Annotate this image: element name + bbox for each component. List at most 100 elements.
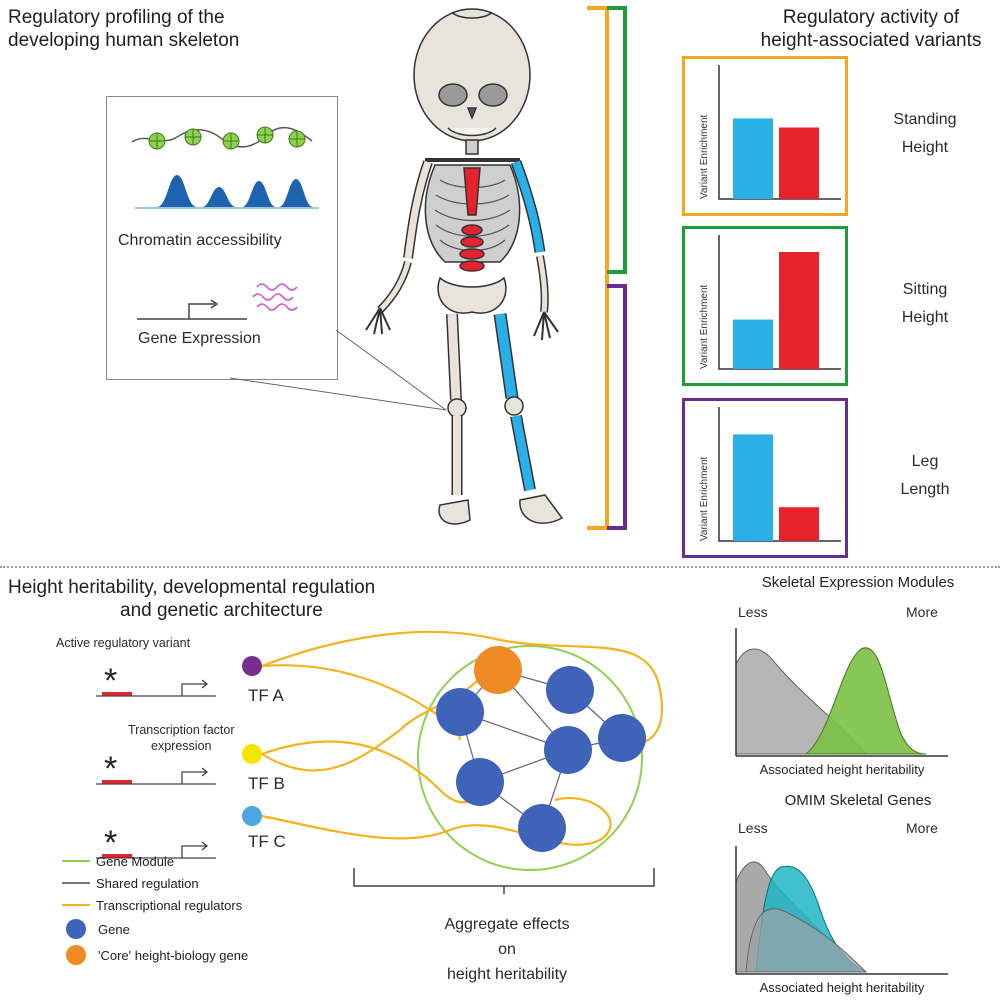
legend-label: Transcriptional regulators (96, 897, 243, 913)
panel-label-line1: Standing (893, 111, 957, 128)
enrichment-panel-1: Variant Enrichment (682, 226, 848, 386)
callout-box (106, 96, 338, 380)
modules-more-label: More (906, 604, 938, 620)
svg-text:*: * (104, 824, 117, 862)
aggregate-label: Aggregate effects on height heritability (392, 912, 622, 987)
chromatin-accessibility-label: Chromatin accessibility (118, 232, 282, 249)
legend-item: Gene Module (62, 850, 248, 872)
enrichment-panel-0: Variant Enrichment (682, 56, 848, 216)
skeleton-illustration (365, 8, 564, 525)
legend-swatch (62, 904, 90, 906)
callout-illustration (131, 126, 319, 320)
top-left-title-line2: developing human skeleton (8, 30, 240, 51)
aggregate-line2: on (498, 941, 516, 958)
top-left-title-line1: Regulatory profiling of the (8, 7, 225, 28)
enrichment-bar-red (779, 127, 819, 199)
callout-pointer (229, 329, 447, 411)
core-gene-node (474, 646, 522, 694)
skull (413, 8, 531, 142)
legend-swatch (66, 945, 86, 965)
leg-length-bracket (607, 284, 627, 530)
bottom-left-title-line2: and genetic architecture (120, 600, 323, 621)
panel-label-line2: Height (901, 139, 949, 156)
legend-label: Gene (98, 921, 130, 937)
tf-b-label: TF B (248, 774, 285, 793)
omim-title: OMIM Skeletal Genes (784, 792, 932, 809)
tf-row-b: * (96, 744, 262, 788)
top-left-title: Regulatory profiling of the developing h… (8, 6, 239, 52)
tf-a-label: TF A (248, 686, 284, 705)
enrichment-ylabel: Variant Enrichment (699, 114, 710, 199)
humerus-highlight (512, 160, 544, 253)
bottom-left-title: Height heritability, developmental regul… (8, 576, 608, 622)
tibia-highlight (511, 415, 535, 491)
omim-less-label: Less (738, 820, 768, 836)
top-right-title-line1: Regulatory activity of (782, 7, 960, 28)
modules-xlabel: Associated height heritability (759, 762, 925, 777)
top-right-title: Regulatory activity of height-associated… (746, 6, 996, 52)
accessibility-peaks (137, 175, 317, 207)
legend-item: Transcriptional regulators (62, 894, 248, 916)
omim-more-label: More (906, 820, 938, 836)
enrichment-bar-red (779, 252, 819, 369)
tf-c-label: TF C (248, 832, 286, 851)
gene-module-ring (417, 645, 643, 871)
pelvis (437, 276, 507, 314)
tf-row-c: * (96, 806, 262, 862)
sitting-height-bracket (607, 6, 627, 274)
legend-swatch (66, 919, 86, 939)
gene-nodes (436, 646, 646, 852)
panel-label-line2: Height (901, 309, 949, 326)
modules-title: Skeletal Expression Modules (761, 574, 955, 591)
tf-expression-line1: Transcription factor (128, 723, 235, 737)
enrichment-chart-1: Variant Enrichment (699, 235, 841, 370)
legend-item: Gene (62, 916, 248, 942)
aggregate-line3: height heritability (446, 966, 568, 983)
legend-swatch (62, 882, 90, 884)
nucleosome-icons (148, 126, 306, 150)
tf-expression-line2: expression (151, 739, 212, 753)
legend-label: Shared regulation (96, 875, 199, 891)
gene-expression-label: Gene Expression (138, 330, 261, 347)
legend-label: Gene Module (96, 853, 175, 869)
enrichment-ylabel: Variant Enrichment (699, 284, 710, 369)
femur-highlight (495, 313, 517, 399)
modules-density-green (804, 647, 927, 755)
bottom-left-title-line1: Height heritability, developmental regul… (8, 577, 376, 598)
section-divider (0, 566, 1000, 568)
regulatory-network: * * * (96, 630, 663, 871)
panel-label-line2: Length (900, 481, 950, 498)
legend-swatch (62, 860, 90, 862)
sternum-highlight (463, 167, 481, 216)
omim-density-plot (735, 846, 948, 975)
tf-expression-label: Transcription factor expression (128, 722, 235, 754)
modules-less-label: Less (738, 604, 768, 620)
enrichment-bar-blue (733, 118, 773, 199)
enrichment-ylabel: Variant Enrichment (699, 456, 710, 541)
standing-height-bracket (587, 6, 609, 530)
svg-text:*: * (104, 662, 117, 700)
tf-row-a: * (96, 656, 262, 700)
aggregate-line1: Aggregate effects (444, 916, 570, 933)
panel-label-line1: Sitting (902, 281, 948, 298)
aggregate-bracket (353, 868, 655, 894)
panel-label-line1: Leg (911, 453, 939, 470)
mrna-icon (252, 283, 298, 311)
legend-label: 'Core' height-biology gene (98, 947, 249, 963)
enrichment-bar-red (779, 507, 819, 541)
svg-text:*: * (104, 750, 117, 788)
modules-density-plot (735, 628, 948, 757)
active-variant-label: Active regulatory variant (56, 636, 191, 650)
height-brackets (587, 6, 627, 530)
enrichment-bar-blue (733, 319, 773, 369)
enrichment-chart-0: Variant Enrichment (699, 65, 841, 200)
enrichment-panel-2: Variant Enrichment (682, 398, 848, 558)
enrichment-chart-2: Variant Enrichment (699, 407, 841, 542)
top-right-title-line2: height-associated variants (760, 30, 982, 51)
promoter-arrow-icon (188, 303, 215, 319)
legend-item: 'Core' height-biology gene (62, 942, 248, 968)
